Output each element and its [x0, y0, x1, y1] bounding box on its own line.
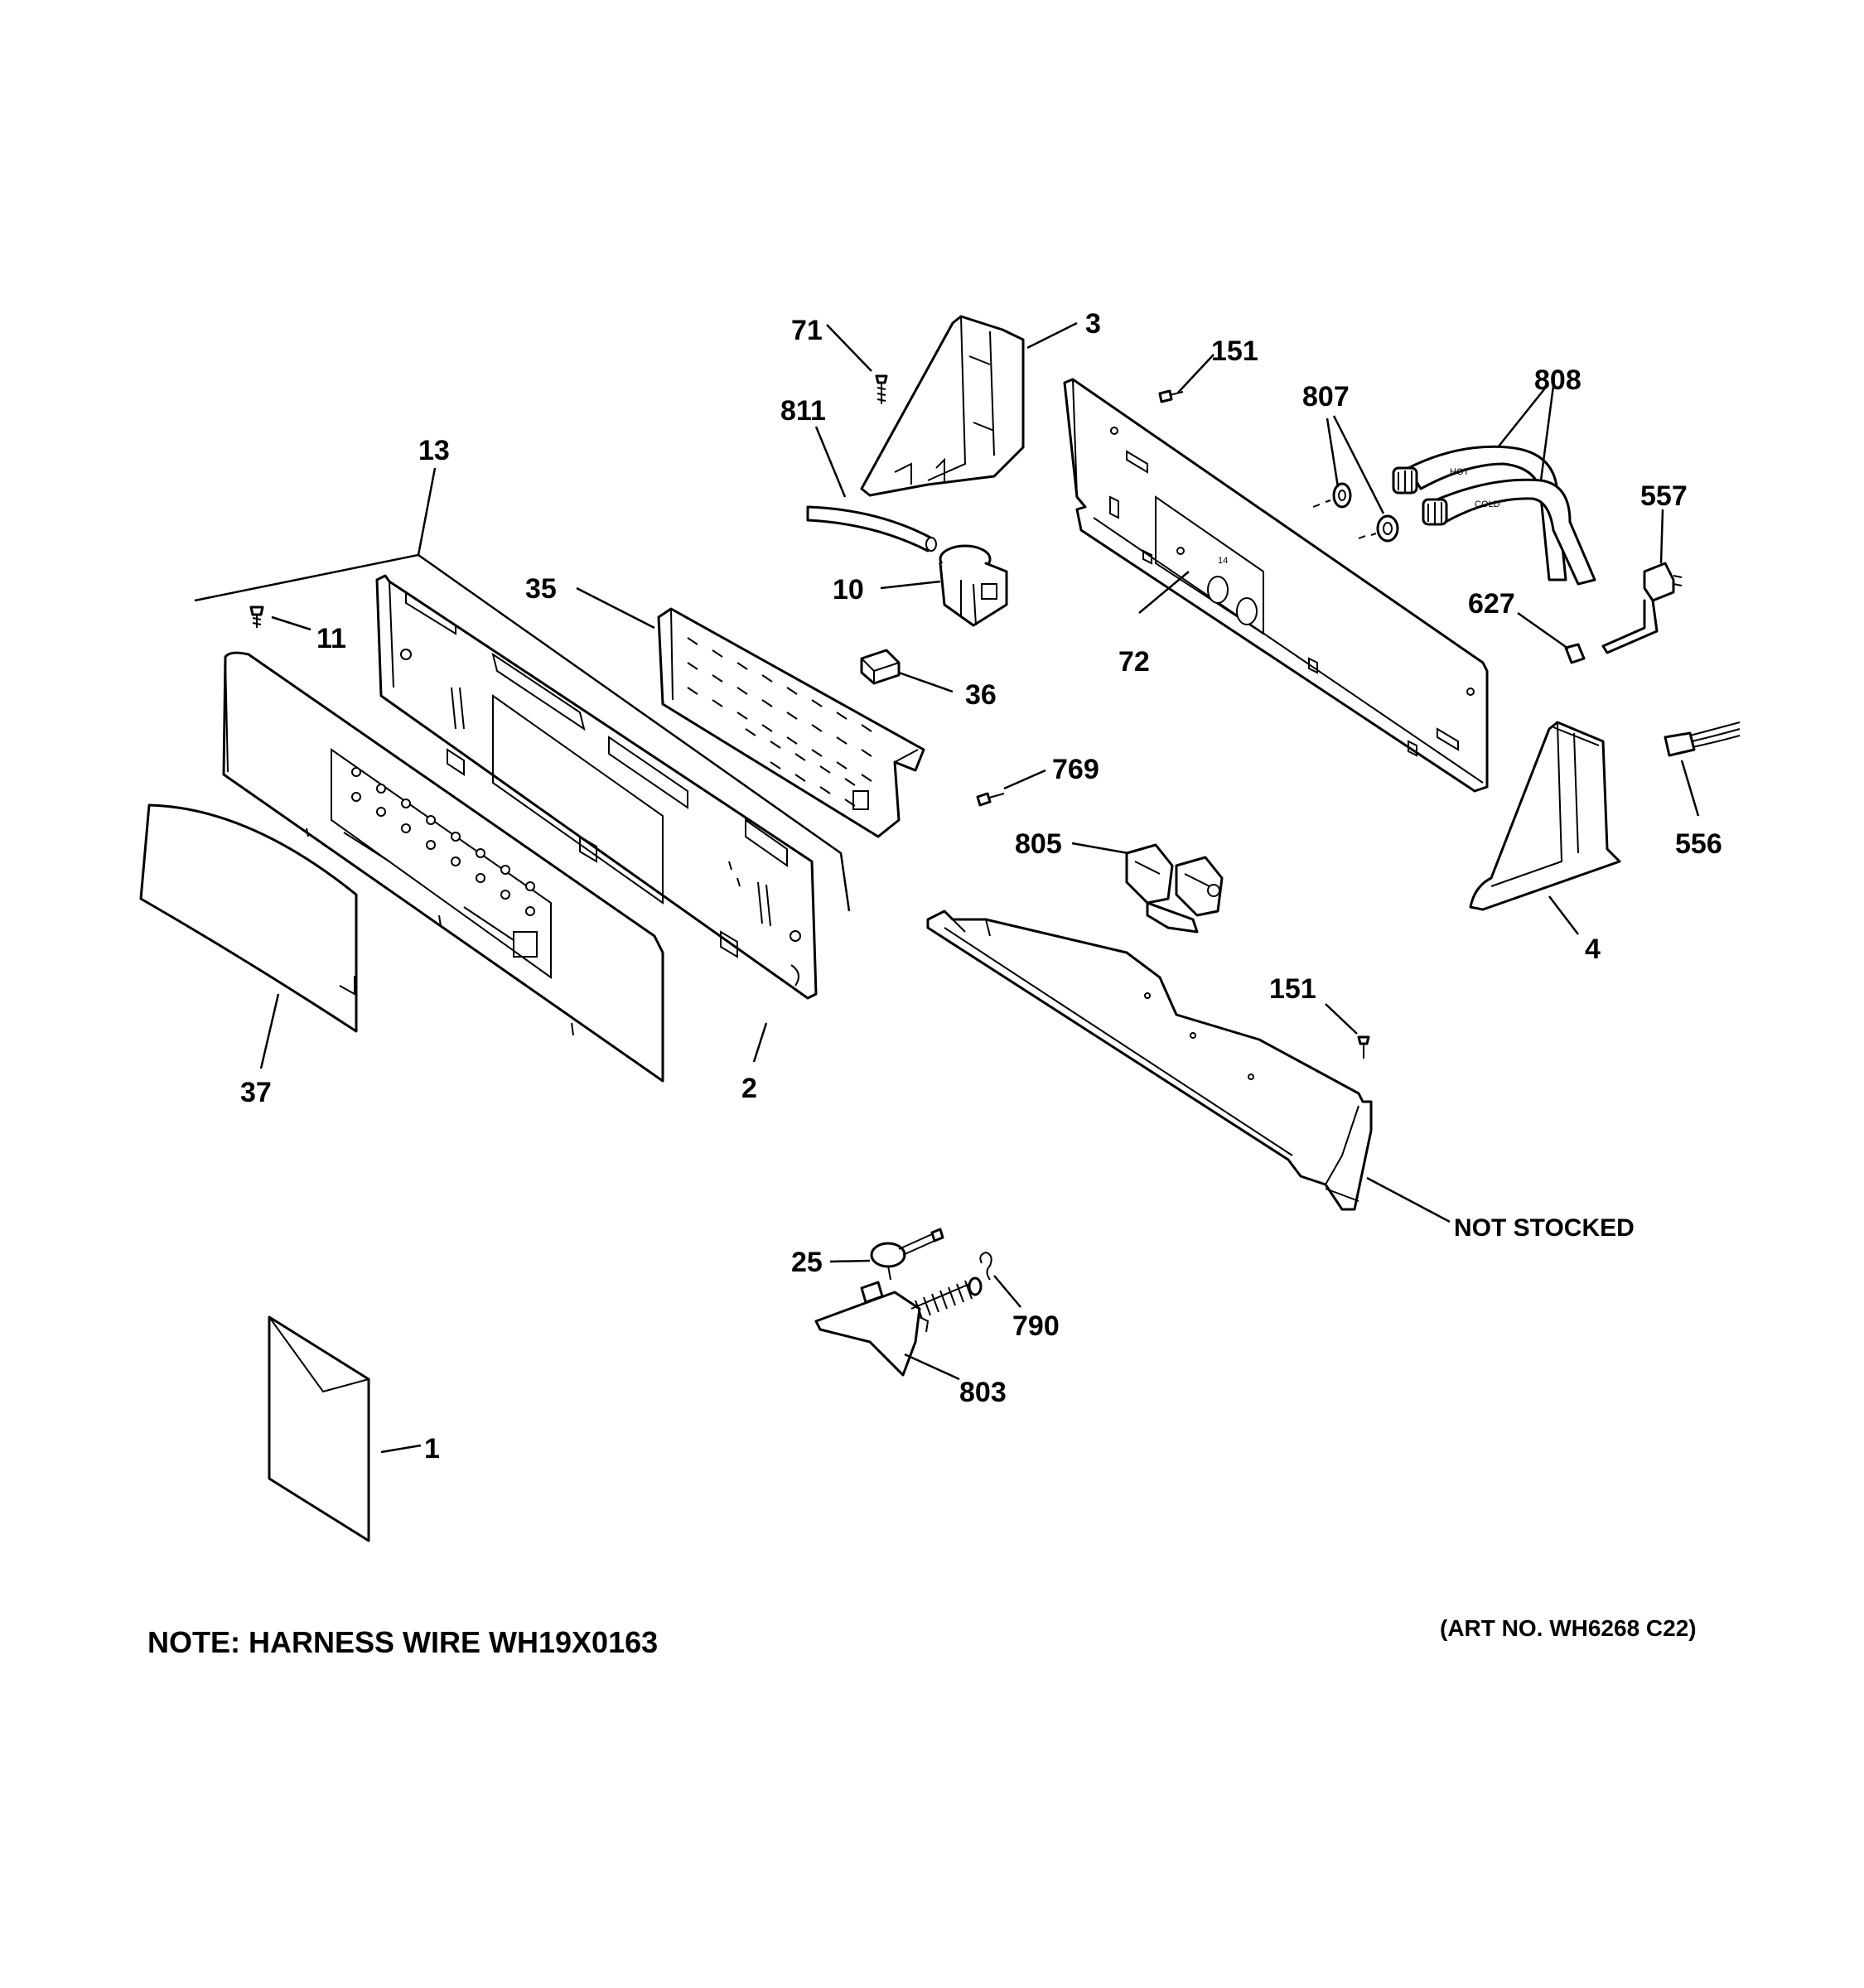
label-151-top: 151	[1211, 335, 1258, 367]
part-557-harness-plug	[1601, 562, 1683, 654]
part-151-screw-top	[1158, 389, 1184, 403]
part-37-overlay	[139, 803, 358, 1033]
part-151-screw-lower	[1357, 1035, 1370, 1059]
label-25: 25	[791, 1247, 823, 1278]
part-72-rear-panel: 14	[1063, 378, 1489, 793]
leader-lines	[194, 321, 1700, 1454]
hose-mark-cold: COLD	[1475, 499, 1500, 509]
label-37: 37	[240, 1077, 272, 1108]
label-3: 3	[1085, 308, 1101, 340]
label-807: 807	[1302, 381, 1350, 413]
label-557: 557	[1640, 480, 1688, 512]
part-3-end-bracket	[860, 315, 1025, 497]
label-71: 71	[791, 315, 823, 346]
label-151-lower: 151	[1269, 973, 1316, 1005]
part-labels: 71 3 151 807 808 811 13 557 10 35 11 627…	[240, 308, 1722, 1464]
label-556: 556	[1675, 828, 1722, 860]
part-71-screw	[875, 374, 888, 404]
label-13: 13	[418, 435, 450, 466]
part-807-washers	[1312, 482, 1399, 543]
label-4: 4	[1585, 934, 1601, 965]
harness-wire-note: NOTE: HARNESS WIRE WH19X0163	[147, 1625, 658, 1659]
art-number: (ART NO. WH6268 C22)	[1440, 1615, 1697, 1641]
label-808: 808	[1534, 364, 1582, 396]
label-2: 2	[741, 1073, 757, 1104]
svg-text:14: 14	[1218, 556, 1228, 566]
part-35-button-holder	[657, 607, 925, 838]
part-808-fill-hoses: HOT COLD	[1392, 445, 1596, 586]
part-11-screw	[249, 606, 264, 628]
part-13-console	[222, 651, 664, 1083]
label-not-stocked: NOT STOCKED	[1454, 1214, 1635, 1242]
part-556-connector	[1664, 721, 1741, 757]
part-811-hose	[806, 505, 937, 552]
label-1: 1	[424, 1433, 440, 1464]
label-627: 627	[1468, 588, 1515, 620]
part-1-manual	[268, 1315, 370, 1542]
part-627-clip	[1564, 643, 1586, 664]
label-72: 72	[1118, 646, 1150, 678]
part-803-lid-switch	[814, 1276, 983, 1377]
label-790: 790	[1012, 1310, 1060, 1342]
label-803: 803	[959, 1377, 1007, 1408]
part-36-connector	[860, 649, 901, 685]
part-769-screw	[976, 792, 1005, 807]
part-not-stocked-rail	[926, 910, 1373, 1211]
part-10-pressure-switch	[939, 544, 1008, 627]
part-805-water-valve	[1125, 843, 1224, 934]
part-4-end-bracket	[1469, 721, 1621, 911]
hose-mark-hot: HOT	[1450, 467, 1470, 477]
label-11: 11	[316, 623, 346, 654]
label-769: 769	[1052, 754, 1099, 785]
part-25-bumper	[870, 1228, 944, 1281]
label-35: 35	[525, 573, 557, 605]
label-10: 10	[833, 574, 864, 606]
label-811: 811	[780, 395, 826, 427]
part-790-clip	[979, 1251, 992, 1281]
part-2-control-frame	[375, 574, 818, 1000]
label-36: 36	[965, 679, 997, 711]
button-slot-grid	[687, 637, 872, 807]
label-805: 805	[1015, 828, 1062, 860]
